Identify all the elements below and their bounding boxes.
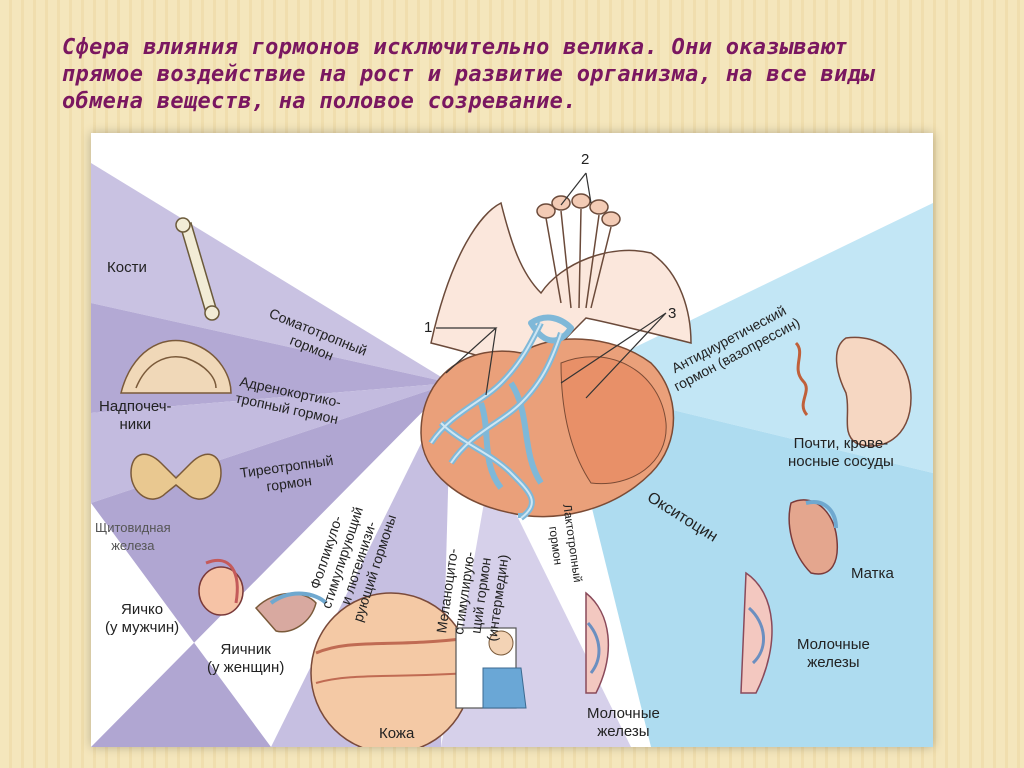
thyroid-label: Щитовидная железа (95, 519, 171, 555)
testis-label-line-1: Яичко (105, 601, 179, 619)
adrenal-label-line-1: Надпочеч- (99, 398, 172, 416)
mammary-right-label-line-2: железы (797, 654, 870, 672)
number-3-label: 3 (668, 305, 676, 322)
mammary-mid-label-line-1: Молочные (587, 705, 660, 723)
testis-label: Яичко (у мужчин) (105, 601, 179, 637)
heading-line-3: обмена веществ, на половое созревание. (62, 88, 992, 115)
ovary-label-line-2: (у женщин) (207, 659, 284, 677)
heading-line-1: Сфера влияния гормонов исключительно вел… (62, 34, 992, 61)
kidney-label-line-1: Почти, крове- (788, 435, 894, 453)
ovary-label-line-1: Яичник (207, 641, 284, 659)
melanocyte-stimulating-hormone-label: Меланоцито- стимулирую- щий гормон (инте… (433, 546, 513, 642)
kidney-label: Почти, крове- носные сосуды (788, 435, 894, 471)
thyroid-label-line-2: железа (95, 537, 171, 555)
bones-label: Кости (107, 259, 147, 277)
ovary-label: Яичник (у женщин) (207, 641, 284, 677)
mammary-right-label: Молочные железы (797, 636, 870, 672)
mammary-mid-label: Молочные железы (587, 705, 660, 741)
mammary-mid-label-line-2: железы (587, 723, 660, 741)
adrenal-label: Надпочеч- ники (99, 398, 172, 434)
testis-label-line-2: (у мужчин) (105, 619, 179, 637)
mammary-right-label-line-1: Молочные (797, 636, 870, 654)
number-1-label: 1 (424, 319, 432, 336)
kidney-label-line-2: носные сосуды (788, 453, 894, 471)
number-2-label: 2 (581, 151, 589, 168)
skin-label: Кожа (379, 725, 414, 743)
adrenal-label-line-2: ники (99, 416, 172, 434)
heading-line-2: прямое воздействие на рост и развитие ор… (62, 61, 992, 88)
mammary-gland-mid-icon (586, 593, 608, 693)
thyroid-label-line-1: Щитовидная (95, 519, 171, 537)
heading-text: Сфера влияния гормонов исключительно вел… (62, 34, 992, 115)
uterus-label: Матка (851, 565, 894, 583)
pituitary-diagram: 2 1 3 Кости Надпочеч- ники Щитовидная же… (91, 133, 933, 747)
